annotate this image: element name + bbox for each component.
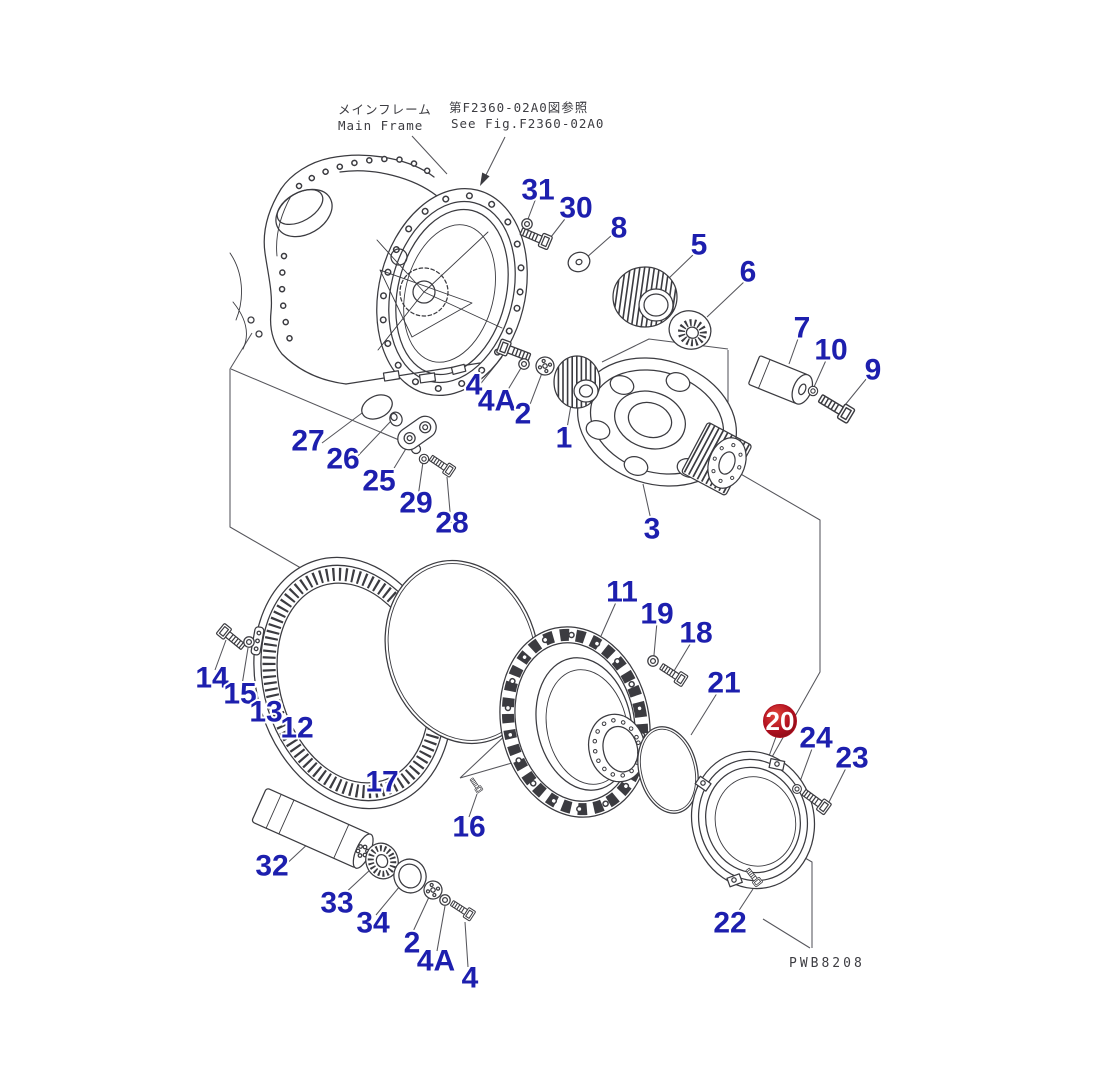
callout-19[interactable]: 19: [638, 596, 675, 633]
callout-13[interactable]: 13: [247, 694, 284, 731]
callout-23[interactable]: 23: [833, 740, 870, 777]
drawing-code: PWB8208: [789, 956, 865, 971]
callout-29[interactable]: 29: [397, 485, 434, 522]
callout-2[interactable]: 2: [402, 925, 423, 962]
callout-1[interactable]: 1: [554, 420, 575, 457]
part-washer-24: [792, 784, 802, 794]
part-plug-26: [389, 411, 403, 427]
part-washer-29: [418, 453, 430, 465]
part-washer-4Ab: [439, 894, 451, 906]
callout-30[interactable]: 30: [557, 190, 594, 227]
callout-5[interactable]: 5: [689, 227, 710, 264]
callout-12[interactable]: 12: [278, 710, 315, 747]
part-bolt-4b: [449, 898, 476, 921]
part-collar-34: [393, 858, 427, 894]
main-frame-label-en: Main Frame: [338, 118, 423, 133]
part-cover-20: [690, 750, 816, 890]
part-main-frame-housing: [229, 154, 528, 397]
callout-17[interactable]: 17: [363, 764, 400, 801]
callout-9[interactable]: 9: [863, 352, 884, 389]
part-shaft-32: [251, 788, 374, 869]
callout-26[interactable]: 26: [324, 441, 361, 478]
part-bolt-28: [428, 453, 456, 478]
part-bearing-33: [365, 842, 399, 880]
part-bolt-18: [658, 661, 688, 687]
callout-10[interactable]: 10: [812, 332, 849, 369]
part-bracket-25: [397, 415, 437, 455]
part-washer-19: [647, 655, 659, 667]
callout-14[interactable]: 14: [193, 660, 231, 697]
callout-33[interactable]: 33: [318, 885, 355, 922]
callout-25[interactable]: 25: [360, 463, 397, 500]
part-oring-21: [637, 726, 699, 814]
detail-boundary-lines: [229, 332, 821, 949]
part-spacer-7: [748, 355, 814, 405]
part-plate-27: [361, 394, 393, 420]
callout-21[interactable]: 21: [705, 665, 742, 702]
callout-15[interactable]: 15: [221, 676, 258, 713]
part-carrier-11: [499, 626, 651, 818]
reference-label-en: See Fig.F2360-02A0: [451, 116, 604, 131]
main-frame-label-jp: メインフレーム: [338, 102, 432, 117]
part-bolt-16: [466, 774, 485, 796]
callout-4A[interactable]: 4A: [415, 943, 457, 980]
callout-3[interactable]: 3: [642, 511, 663, 548]
part-coupling-1: [553, 355, 601, 409]
part-coupling-6: [668, 310, 712, 350]
part-bearing-5: [612, 266, 678, 328]
part-hub-3: [576, 357, 752, 496]
callout-31[interactable]: 31: [519, 172, 556, 209]
callout-4[interactable]: 4: [460, 960, 481, 997]
callout-layer: 3130856710944A21327262529281415131217161…: [193, 172, 884, 997]
part-bolt-9: [816, 391, 855, 423]
callout-18[interactable]: 18: [677, 615, 714, 652]
callout-22[interactable]: 22: [711, 905, 748, 942]
part-bolt-14: [216, 623, 247, 652]
callout-2[interactable]: 2: [513, 396, 534, 433]
callout-7[interactable]: 7: [792, 310, 813, 347]
callout-11[interactable]: 11: [604, 574, 640, 611]
callout-34[interactable]: 34: [354, 905, 392, 942]
callout-4A[interactable]: 4A: [476, 383, 518, 420]
highlight-circle: [763, 704, 797, 738]
callout-16[interactable]: 16: [450, 809, 487, 846]
see-fig-arrowhead: [480, 172, 490, 186]
callout-8[interactable]: 8: [609, 210, 630, 247]
callout-24[interactable]: 24: [797, 720, 835, 757]
reference-label-jp: 第F2360-02A0図参照: [449, 100, 588, 115]
callout-6[interactable]: 6: [738, 254, 759, 291]
callout-28[interactable]: 28: [433, 505, 470, 542]
callout-32[interactable]: 32: [253, 848, 290, 885]
callout-27[interactable]: 27: [289, 423, 326, 460]
part-nut-31: [521, 218, 533, 230]
callout-4[interactable]: 4: [464, 367, 485, 404]
part-washer-8: [567, 251, 591, 273]
part-washer-4Aa: [518, 358, 530, 370]
see-fig-arrow-line: [483, 136, 506, 180]
part-plate-2a: [533, 354, 557, 378]
part-washer-10: [807, 385, 819, 397]
callout-20[interactable]: 20: [766, 706, 795, 736]
part-washer-15: [243, 636, 255, 648]
